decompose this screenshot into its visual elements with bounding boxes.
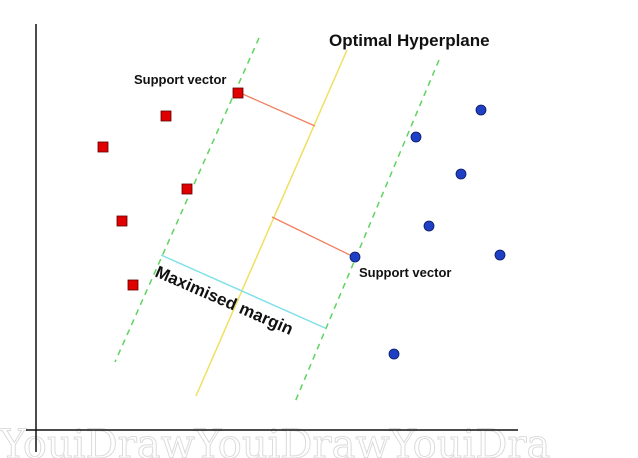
diagram-title: Optimal Hyperplane xyxy=(329,31,490,50)
class-a-point xyxy=(127,279,139,291)
class-a-points xyxy=(97,87,244,291)
watermark: YouiDrawYouiDrawYouiDra xyxy=(0,422,550,458)
class-b-point xyxy=(423,220,435,232)
support-vector-label-bottom: Support vector xyxy=(359,265,451,280)
right-margin-boundary xyxy=(294,59,440,403)
class-b-point xyxy=(475,104,487,116)
class-b-point xyxy=(349,251,361,263)
maximised-margin-label: Maximised margin xyxy=(152,262,296,339)
class-a-point xyxy=(97,141,109,153)
distance-line-bottom xyxy=(271,216,355,258)
class-a-point xyxy=(181,183,193,195)
class-b-point xyxy=(455,168,467,180)
class-b-point xyxy=(410,131,422,143)
class-b-point xyxy=(388,348,400,360)
class-b-point xyxy=(494,249,506,261)
support-vector-label-top: Support vector xyxy=(134,72,226,87)
margin-width-line xyxy=(160,254,326,329)
class-a-point xyxy=(160,110,172,122)
class-a-point xyxy=(232,87,244,99)
class-b-points xyxy=(349,104,506,360)
class-a-point xyxy=(116,215,128,227)
optimal-hyperplane xyxy=(195,49,348,397)
distance-line-top xyxy=(237,91,316,127)
